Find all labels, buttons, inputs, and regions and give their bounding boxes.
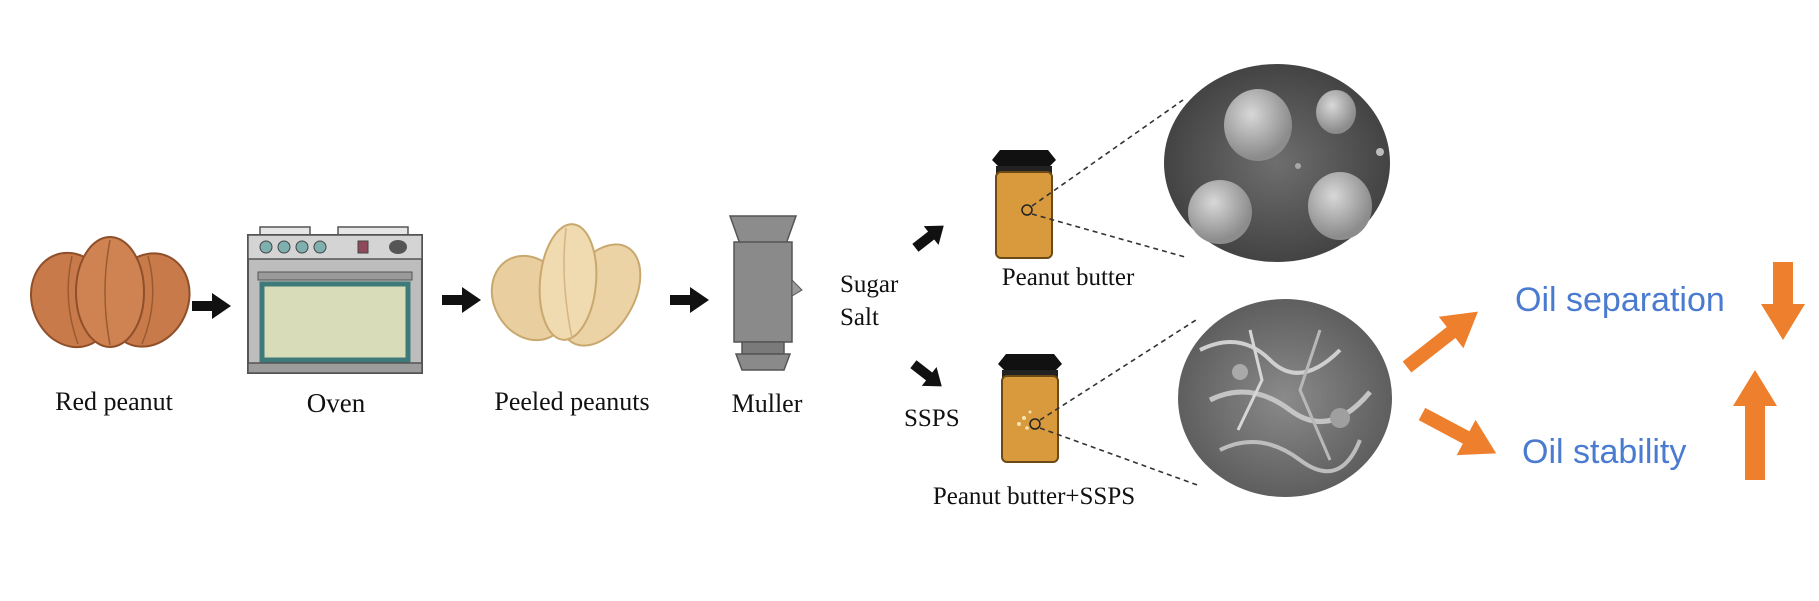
micrograph-peanut-butter [1031,64,1390,262]
arrow-down-icon [1761,262,1805,340]
oil-separation-label: Oil separation [1515,281,1725,319]
oven-label: Oven [307,388,366,418]
flow-arrow-icon [192,293,231,319]
peeled-peanuts-label: Peeled peanuts [494,387,649,416]
ssps-label: SSPS [904,405,960,432]
sugar-label: Sugar [840,271,899,298]
outcome-arrow-down-right-icon [1418,407,1497,456]
red-peanut-icon [29,236,191,349]
red-peanut-label: Red peanut [55,387,173,416]
flow-arrow-icon [442,287,481,313]
arrow-up-icon [1733,370,1777,480]
peanut-butter-jar-icon [992,150,1056,259]
muller-label: Muller [732,389,803,418]
salt-label: Salt [840,304,879,331]
oil-stability-label: Oil stability [1522,433,1686,471]
micrograph-peanut-butter-ssps [1039,299,1392,497]
peanut-butter-label: Peanut butter [1002,264,1135,291]
muller-icon [728,215,803,371]
oven-icon [247,226,423,374]
outcome-arrow-up-right-icon [1402,311,1478,373]
peanut-butter-ssps-jar-icon [998,354,1062,463]
flow-arrow-icon [670,287,709,313]
branch-arrow-down-icon [910,360,942,387]
branch-arrow-up-icon [912,225,944,252]
peeled-peanuts-icon [490,223,642,347]
peanut-butter-ssps-label: Peanut butter+SSPS [933,483,1135,510]
